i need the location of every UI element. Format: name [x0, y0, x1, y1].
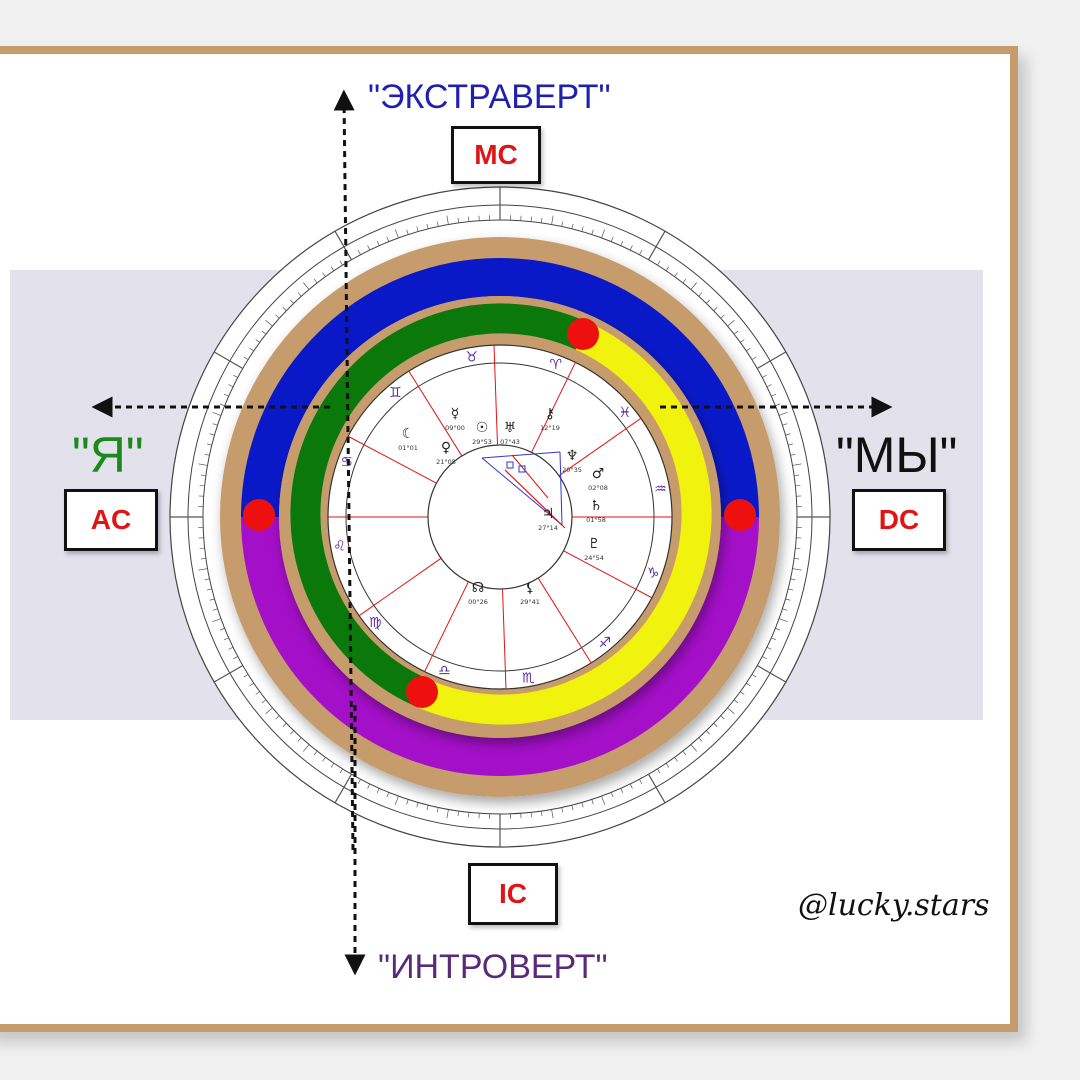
- signature: @lucky.stars: [798, 888, 990, 923]
- mc-box: MC: [451, 126, 541, 184]
- zodiac-glyph: ♒: [654, 482, 667, 498]
- planet-degree: 09°00: [445, 424, 465, 432]
- axes: [91, 89, 893, 976]
- aspect-lines: [481, 451, 566, 529]
- planet-glyphs: ☉ 29°53 ♅ 07°43 ☿ 09°00 ♀ 21°08 ☾ 01°01 ⚷ 12°19 ♆ 20°…: [398, 406, 608, 606]
- planet-glyph: ♇: [588, 536, 601, 552]
- zodiac-glyph: ♎: [438, 663, 451, 679]
- planet-glyph: ☿: [451, 406, 460, 422]
- planet-degree: 01°01: [398, 444, 418, 452]
- planet-degree: 01°58: [586, 516, 606, 524]
- mc-point: [567, 318, 599, 350]
- planet-glyph: ♃: [542, 506, 555, 522]
- lower-hemisphere-ring: [241, 516, 759, 776]
- planet-glyph: ♄: [590, 498, 603, 514]
- planet-glyph: ☊: [472, 580, 484, 596]
- zodiac-glyph: ♈: [549, 357, 562, 373]
- house-cusps: [328, 345, 672, 689]
- zodiac-glyph: ♏: [522, 671, 535, 687]
- planet-glyph: ☾: [402, 426, 415, 442]
- zodiac-glyph: ♐: [598, 635, 611, 651]
- zodiac-glyph: ♍: [369, 615, 382, 631]
- ac-box: AC: [64, 489, 158, 551]
- introvert-label: "ИНТРОВЕРТ": [378, 948, 608, 986]
- planet-degree: 27°14: [538, 524, 558, 532]
- planet-glyph: ♅: [504, 420, 517, 436]
- ac-point: [243, 499, 275, 531]
- extravert-label: "ЭКСТРАВЕРТ": [368, 78, 611, 116]
- vertical-axis-up-arrow: [333, 89, 355, 851]
- ic-point: [406, 676, 438, 708]
- upper-hemisphere-ring: [241, 258, 759, 518]
- dc-point: [724, 499, 756, 531]
- dc-box: DC: [852, 489, 946, 551]
- natal-chart: ♉ ♊ ♋ ♌ ♍ ♎ ♏ ♐ ♑ ♒ ♓ ♈ ☉ 29°53 ♅ 07°43 ☿ 09°00 ♀ 21°08 ☾ 01…: [327, 344, 673, 690]
- planet-degree: 00°26: [468, 598, 488, 606]
- planet-degree: 20°35: [562, 466, 582, 474]
- planet-glyph: ♂: [592, 466, 605, 482]
- planet-degree: 24°54: [584, 554, 604, 562]
- zodiac-glyphs: ♉ ♊ ♋ ♌ ♍ ♎ ♏ ♐ ♑ ♒ ♓ ♈: [333, 349, 667, 686]
- planet-degree: 29°53: [472, 438, 492, 446]
- ic-box: IC: [468, 863, 558, 925]
- zodiac-glyph: ♋: [341, 454, 354, 470]
- zodiac-glyph: ♓: [619, 405, 632, 421]
- planet-degree: 21°08: [436, 458, 456, 466]
- eastern-hemisphere-ring: [290, 303, 589, 706]
- planet-glyph: ♀: [441, 440, 451, 456]
- zodiac-glyph: ♑: [647, 566, 660, 582]
- zodiac-glyph: ♊: [389, 385, 402, 401]
- planet-glyph: ⚸: [525, 580, 535, 596]
- planet-glyph: ⚷: [545, 406, 555, 422]
- planet-degree: 07°43: [500, 438, 520, 446]
- planet-degree: 02°08: [588, 484, 608, 492]
- planet-degree: 12°19: [540, 424, 560, 432]
- planet-glyph: ♆: [566, 448, 579, 464]
- self-label: "Я": [72, 427, 144, 483]
- we-label: "МЫ": [836, 427, 958, 483]
- planet-glyph: ☉: [476, 420, 489, 436]
- zodiac-glyph: ♉: [465, 349, 478, 365]
- western-hemisphere-ring: [413, 322, 712, 725]
- zodiac-glyph: ♌: [333, 538, 346, 554]
- degree-ticks: [170, 187, 830, 847]
- planet-degree: 29°41: [520, 598, 540, 606]
